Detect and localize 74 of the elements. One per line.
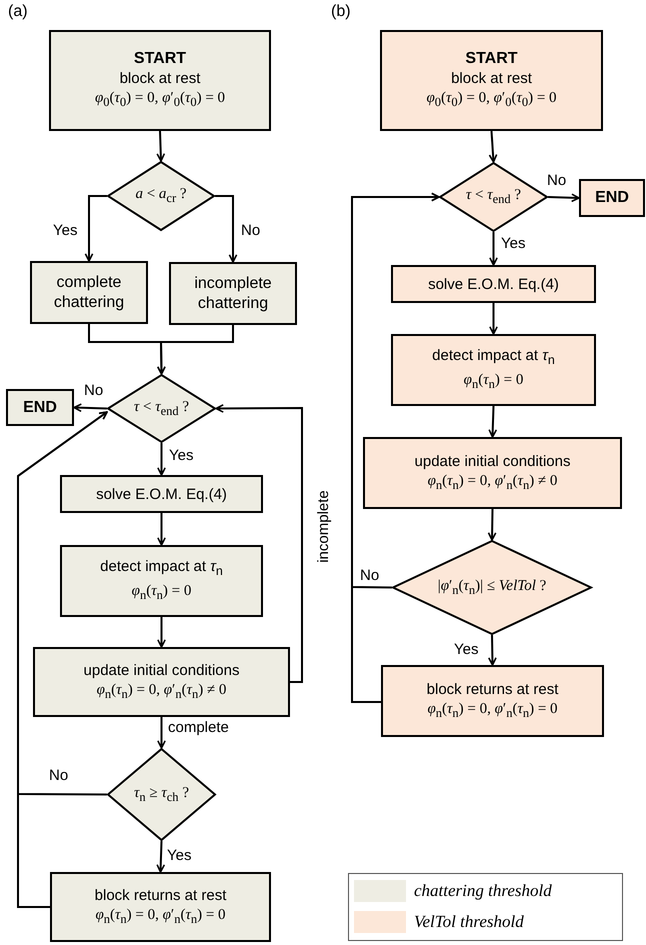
process-box [363, 437, 622, 509]
arrow [489, 232, 498, 266]
decision-diamond [392, 540, 592, 635]
process-box [60, 545, 263, 617]
heading-text: END [595, 188, 629, 208]
arrow [157, 443, 166, 476]
box-text: block returns at rest [94, 886, 226, 904]
edge-label: incomplete [314, 489, 332, 564]
arrow [157, 717, 166, 749]
arrow [73, 403, 108, 412]
process-box [30, 261, 148, 324]
process-box [33, 647, 290, 717]
formula-text: φ$_{n}$(τ$_{n}$) = 0, φ′$_{n}$(τ$_{n}$) = 0 [427, 700, 558, 722]
box-text: update initial conditions [84, 660, 240, 680]
arrow [157, 513, 166, 546]
formula-text: a < a$_{cr}$ ? [135, 185, 187, 207]
arrow [489, 303, 498, 335]
arrow [156, 325, 234, 375]
arrow [157, 617, 166, 648]
process-box [169, 262, 297, 325]
box-text: block at rest [120, 69, 200, 88]
end-box [579, 179, 645, 217]
arrow [488, 130, 498, 163]
arrow [84, 195, 107, 262]
formula-text: τ < τ$_{end}$ ? [466, 186, 522, 208]
box-text: solve E.O.M. Eq.(4) [96, 484, 227, 504]
box-text: block at rest [451, 69, 532, 88]
heading-text: START [134, 49, 186, 69]
arrow [488, 508, 497, 541]
panel-label: (a) [8, 3, 28, 21]
process-box [381, 665, 604, 737]
formula-text: |φ′$_{n}$(τ$_{n}$)| ≤ VelTol ? [438, 576, 546, 598]
decision-diamond [107, 161, 215, 231]
process-box [60, 475, 263, 513]
start-box [380, 30, 603, 131]
formula-text: φ$_{n}$(τ$_{n}$) = 0, φ′$_{n}$(τ$_{n}$) ≠ 0 [428, 472, 558, 494]
formula-text: φ$_{n}$(τ$_{n}$) = 0 [132, 582, 192, 604]
box-text: solve E.O.M. Eq.(4) [428, 274, 559, 294]
box-text: incomplete chattering [193, 274, 273, 314]
box-text: detect impact at τ$_{n}$ [100, 557, 223, 580]
decision-diamond [107, 748, 216, 841]
box-text: detect impact at τ$_{n}$ [432, 346, 555, 369]
formula-text: φ$_{n}$(τ$_{n}$) = 0, φ′$_{n}$(τ$_{n}$) ≠ 0 [96, 680, 226, 702]
arrow [156, 130, 166, 162]
edge-label: complete [167, 719, 230, 736]
arrow [351, 192, 440, 703]
formula-text: φ$_{n}$(τ$_{n}$) = 0, φ′$_{n}$(τ$_{n}$) = 0 [95, 906, 226, 928]
box-text: block returns at rest [426, 680, 558, 698]
formula-text: φ$_{0}$(τ$_{0}$) = 0, φ′$_{0}$(τ$_{0}$) = 0 [94, 89, 226, 111]
process-box [391, 334, 596, 406]
heading-text: START [465, 49, 518, 69]
formula-text: φ$_{n}$(τ$_{n}$) = 0 [464, 371, 524, 393]
formula-text: φ$_{0}$(τ$_{0}$) = 0, φ′$_{0}$(τ$_{0}$) = 0 [426, 89, 557, 111]
start-box [49, 30, 271, 131]
arrow [215, 195, 238, 263]
arrow [17, 411, 108, 908]
arrow [548, 193, 580, 202]
heading-text: END [23, 398, 57, 418]
arrow [156, 840, 166, 873]
legend-text: VelTol threshold [414, 911, 524, 933]
process-box [391, 265, 596, 303]
formula-text: τ$_{n}$ ≥ τ$_{ch}$ ? [134, 784, 189, 806]
legend-text: chattering threshold [414, 880, 552, 902]
box-text: update initial conditions [414, 452, 570, 470]
decision-diamond [439, 162, 548, 232]
arrow [215, 404, 303, 683]
process-box [50, 872, 271, 942]
decision-diamond [107, 374, 216, 443]
box-text: complete chattering [52, 272, 126, 312]
panel-label: (b) [331, 3, 351, 21]
formula-text: τ < τ$_{end}$ ? [134, 398, 190, 420]
end-box [6, 389, 74, 426]
arrow [488, 634, 497, 666]
arrow [488, 406, 498, 438]
